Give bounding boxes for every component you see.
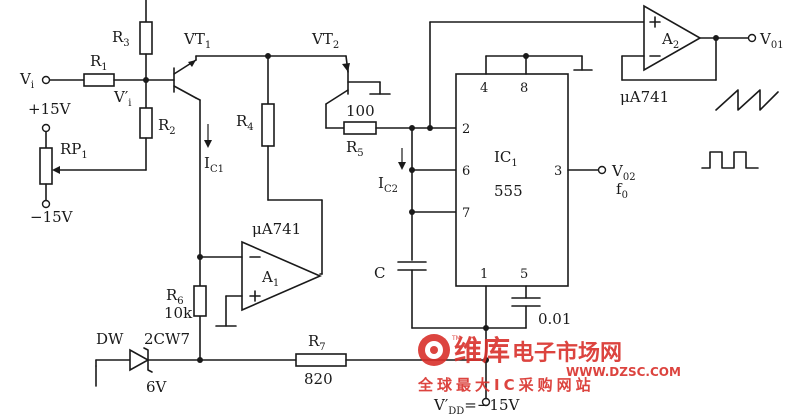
label-dw: DW bbox=[96, 330, 124, 348]
terminal-vo2 bbox=[597, 165, 607, 175]
watermark-brand: 维库 bbox=[454, 334, 510, 367]
ic-555 bbox=[455, 73, 569, 287]
label-r1: R1 bbox=[90, 52, 108, 73]
capacitor-c bbox=[397, 261, 427, 329]
junction-vdd bbox=[483, 357, 489, 363]
junction-pin6 bbox=[409, 167, 415, 173]
resistor-r7 bbox=[295, 353, 347, 367]
resistor-r5 bbox=[343, 121, 377, 135]
label-r6-value: 10k bbox=[164, 304, 193, 322]
resistor-r1 bbox=[83, 73, 115, 87]
junction-pin7 bbox=[409, 209, 415, 215]
arrow-ic1 bbox=[204, 124, 212, 148]
potentiometer-rp1 bbox=[39, 123, 60, 209]
resistor-r2 bbox=[55, 79, 153, 171]
pin-7: 7 bbox=[462, 206, 470, 221]
label-r4: R4 bbox=[236, 112, 254, 133]
label-cap-001: 0.01 bbox=[538, 310, 571, 328]
arrow-ic2 bbox=[398, 148, 406, 170]
label-r5: R5 bbox=[346, 138, 364, 159]
junction-pin8 bbox=[523, 53, 529, 59]
label-vi: Vi bbox=[19, 70, 34, 91]
pin-4: 4 bbox=[480, 81, 488, 96]
label-vo1: V01 bbox=[759, 30, 784, 51]
label-ic2-current: IC2 bbox=[378, 174, 398, 195]
pin-6: 6 bbox=[462, 164, 470, 179]
watermark-logo-icon bbox=[418, 334, 450, 366]
resistor-r6 bbox=[193, 285, 207, 317]
opamp-a2 bbox=[643, 4, 702, 72]
label-vt1: VT1 bbox=[183, 30, 211, 51]
input-terminal-vi bbox=[41, 75, 85, 85]
terminal-vo1 bbox=[747, 33, 757, 43]
pin-2: 2 bbox=[462, 122, 470, 137]
label-vo2: V02 bbox=[611, 162, 636, 183]
label-a2-type: μA741 bbox=[620, 88, 669, 106]
watermark-url: WWW.DZSC.COM bbox=[566, 365, 681, 379]
watermark-subtitle: 全球最大IC采购网站 bbox=[417, 376, 595, 394]
label-plus15v: +15V bbox=[28, 100, 72, 118]
label-r7: R7 bbox=[308, 332, 326, 353]
opamp-a1 bbox=[241, 240, 323, 312]
transistor-vt2 bbox=[325, 55, 391, 129]
label-ic1-name: IC1 bbox=[494, 148, 518, 169]
label-minus15v: −15V bbox=[30, 208, 74, 226]
pin-1: 1 bbox=[480, 267, 488, 282]
label-vi-prime: V′i bbox=[113, 88, 131, 109]
capacitor-001 bbox=[511, 285, 541, 329]
terminal-vdd bbox=[481, 397, 491, 407]
junction-pin1 bbox=[483, 325, 489, 331]
label-ic1-current: IC1 bbox=[204, 154, 224, 175]
transistor-vt1 bbox=[173, 55, 201, 101]
square-waveform bbox=[701, 151, 759, 169]
label-dw-type: 2CW7 bbox=[144, 330, 190, 348]
label-r5-value: 100 bbox=[346, 102, 375, 120]
label-a2: A2 bbox=[661, 30, 679, 51]
label-vdd: V′DD=−15V bbox=[433, 396, 521, 415]
label-a1-type: μA741 bbox=[252, 220, 301, 238]
resistor-r4 bbox=[261, 55, 323, 275]
label-r6: R6 bbox=[166, 286, 184, 307]
watermark-tm: TM bbox=[451, 335, 461, 342]
label-rp1: RP1 bbox=[60, 140, 88, 161]
junction-a1-minus bbox=[197, 254, 203, 260]
resistor-r3 bbox=[139, 0, 153, 81]
pin-8: 8 bbox=[520, 81, 528, 96]
label-dw-value: 6V bbox=[146, 378, 168, 396]
label-r7-value: 820 bbox=[304, 370, 333, 388]
watermark-tagline: 电子市场网 bbox=[512, 340, 622, 366]
label-a1: A1 bbox=[261, 268, 279, 289]
label-ic1-type: 555 bbox=[494, 182, 523, 200]
label-r2: R2 bbox=[158, 116, 176, 137]
label-vt2: VT2 bbox=[311, 30, 339, 51]
watermark-dzsc: 维库 电子市场网 WWW.DZSC.COM 全球最大IC采购网站 TM bbox=[417, 334, 681, 394]
label-cap-c: C bbox=[374, 264, 385, 282]
sawtooth-waveform bbox=[715, 89, 779, 111]
pin-3: 3 bbox=[554, 164, 562, 179]
label-f0: f0 bbox=[616, 180, 628, 201]
label-r3: R3 bbox=[112, 28, 130, 49]
pin-5: 5 bbox=[520, 267, 528, 282]
